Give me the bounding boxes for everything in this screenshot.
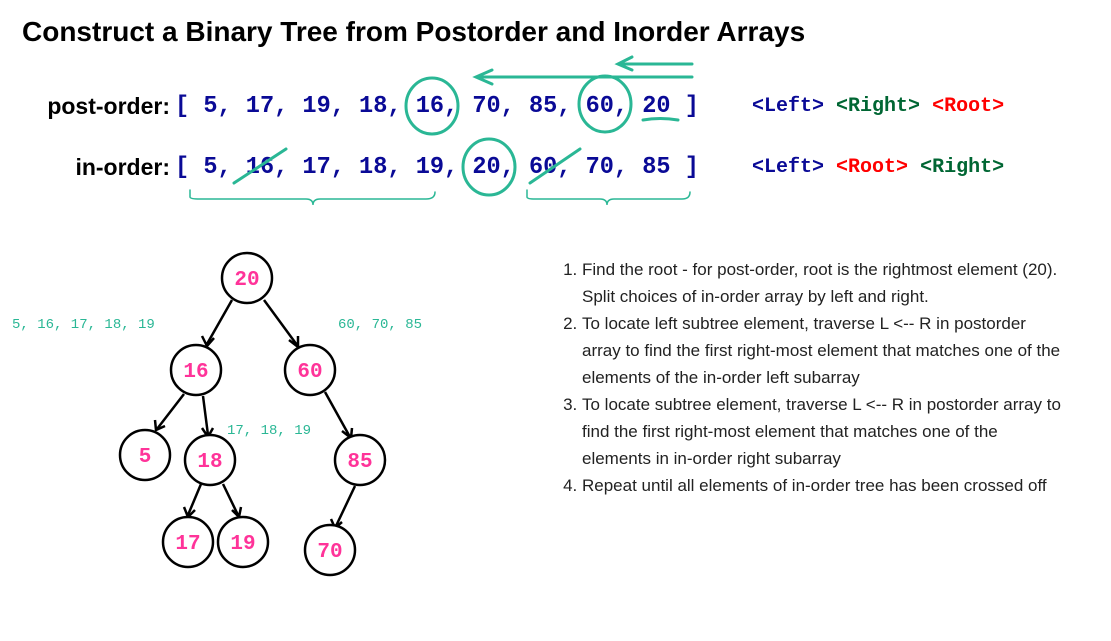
tree-node-circle bbox=[216, 515, 270, 569]
brace-left bbox=[189, 189, 436, 206]
tree-node-17: 17 bbox=[175, 533, 200, 556]
tree-node-circle bbox=[118, 428, 172, 482]
tree-node-circle bbox=[183, 433, 237, 487]
brace-right bbox=[526, 189, 691, 206]
root-tag: <Root> bbox=[932, 95, 1005, 118]
step: Repeat until all elements of in-order tr… bbox=[582, 472, 1062, 499]
step: Find the root - for post-order, root is … bbox=[582, 256, 1062, 310]
tree-node-19: 19 bbox=[230, 533, 255, 556]
arrow-long bbox=[472, 68, 694, 86]
tree-node-circle bbox=[333, 433, 387, 487]
left-tag: <Left> bbox=[752, 156, 825, 179]
tree-node-60: 60 bbox=[297, 361, 322, 384]
left-tag: <Left> bbox=[752, 95, 825, 118]
inorder-order: <Left> <Root> <Right> bbox=[752, 156, 1004, 179]
circle-60 bbox=[577, 74, 633, 134]
right-subarray-label: 60, 70, 85 bbox=[338, 317, 423, 333]
right-tag: <Right> bbox=[920, 156, 1005, 179]
inorder-label: in-order: bbox=[75, 154, 170, 180]
tree-node-5: 5 bbox=[139, 446, 152, 469]
underline-20 bbox=[641, 117, 680, 122]
tree-node-16: 16 bbox=[183, 361, 208, 384]
root-tag: <Root> bbox=[836, 156, 909, 179]
postorder-order: <Left> <Right> <Root> bbox=[752, 95, 1004, 118]
step: To locate subtree element, traverse L <-… bbox=[582, 391, 1062, 472]
postorder-array: [ 5, 17, 19, 18, 16, 70, 85, 60, 20 ] bbox=[175, 93, 699, 120]
tree-node-20: 20 bbox=[234, 269, 259, 292]
arrow-short bbox=[614, 55, 694, 72]
page-title: Construct a Binary Tree from Postorder a… bbox=[22, 16, 806, 47]
left-subarray-label: 5, 16, 17, 18, 19 bbox=[12, 317, 155, 333]
subtree-18-label: 17, 18, 19 bbox=[227, 423, 312, 439]
tree-node-circle bbox=[303, 523, 357, 577]
circle-20 bbox=[461, 137, 517, 197]
tree-node-circle bbox=[161, 515, 215, 569]
tree-node-circle bbox=[283, 343, 337, 397]
postorder-label: post-order: bbox=[47, 93, 170, 119]
inorder-array: [ 5, 16, 17, 18, 19, 20, 60, 70, 85 ] bbox=[175, 154, 699, 181]
tree-node-70: 70 bbox=[317, 541, 342, 564]
strike-16 bbox=[232, 147, 288, 185]
tree-node-85: 85 bbox=[347, 451, 372, 474]
right-tag: <Right> bbox=[836, 95, 921, 118]
step: To locate left subtree element, traverse… bbox=[582, 310, 1062, 391]
tree-node-18: 18 bbox=[197, 451, 222, 474]
tree-node-circle bbox=[169, 343, 223, 397]
circle-16 bbox=[404, 76, 460, 136]
steps-list: Find the root - for post-order, root is … bbox=[545, 256, 1062, 499]
tree-node-circle bbox=[220, 251, 274, 305]
strike-60 bbox=[528, 147, 582, 185]
